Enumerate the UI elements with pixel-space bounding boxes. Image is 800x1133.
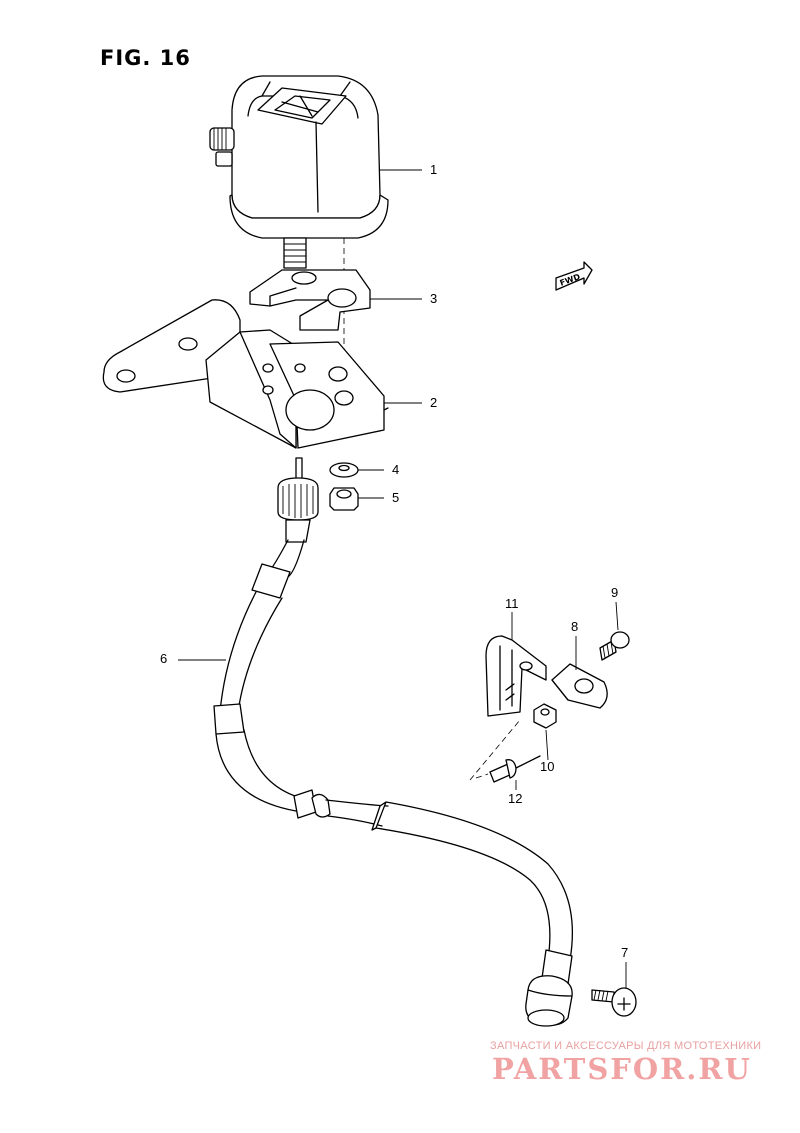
part-12-rivet: [469, 719, 541, 783]
fwd-direction-marker: FWD: [555, 261, 593, 291]
fwd-label: FWD: [559, 272, 582, 288]
part-5-nut: [329, 487, 359, 511]
watermark-tagline: ЗАПЧАСТИ И АКСЕССУАРЫ ДЛЯ МОТОТЕХНИКИ: [490, 1040, 762, 1052]
callout-5: 5: [392, 490, 400, 505]
callout-10: 10: [540, 759, 555, 774]
part-4-washer: [329, 462, 359, 478]
figure-title: FIG. 16: [100, 46, 191, 70]
callout-9: 9: [611, 585, 619, 600]
part-11-bracket: [485, 635, 547, 717]
callout-8: 8: [571, 619, 579, 634]
part-9-screw: [599, 631, 630, 661]
part-3-damper: [249, 269, 371, 331]
part-6-speedometer-cable: [213, 457, 573, 1027]
watermark-brand: PARTSFOR.RU: [492, 1052, 752, 1086]
callout-4: 4: [392, 462, 400, 477]
callout-7: 7: [621, 945, 629, 960]
callout-2: 2: [430, 395, 438, 410]
callout-3: 3: [430, 291, 438, 306]
callout-1: 1: [430, 162, 438, 177]
callout-12: 12: [508, 791, 523, 806]
part-2-bracket: [102, 299, 389, 449]
callout-6: 6: [160, 651, 168, 666]
part-1-speedometer-head: [209, 75, 389, 269]
leader-lines: [178, 169, 627, 988]
part-8-clamp: [551, 663, 608, 709]
part-7-screw: [591, 987, 637, 1017]
callout-11: 11: [505, 596, 519, 611]
part-10-nut: [533, 703, 557, 729]
